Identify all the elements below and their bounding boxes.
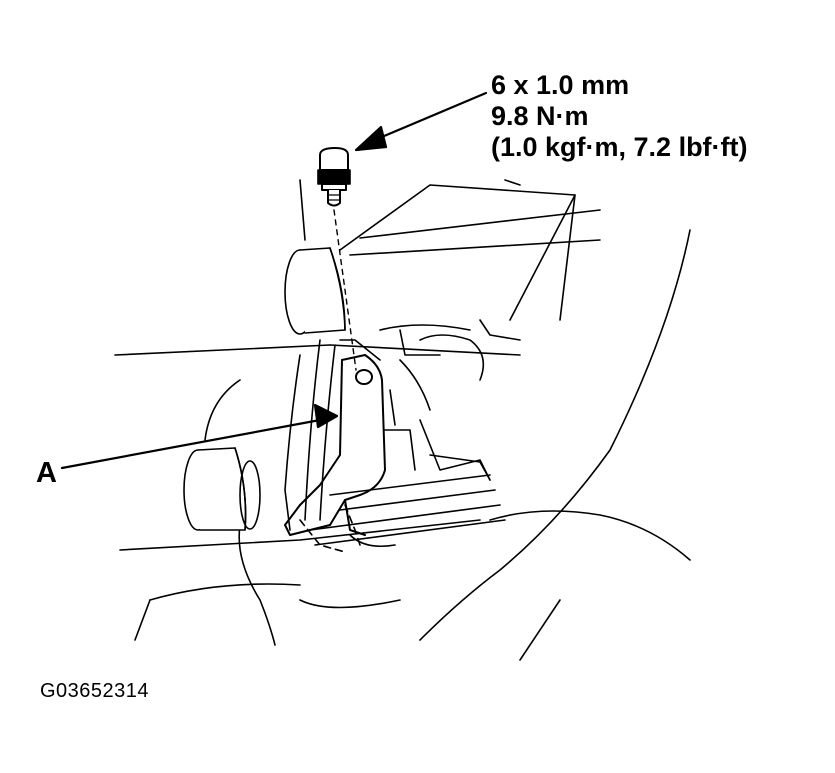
bolt-hole bbox=[355, 369, 373, 385]
lower-boss bbox=[183, 447, 261, 531]
hose-assembly bbox=[299, 454, 506, 553]
install-guide-line bbox=[333, 209, 357, 371]
upper-boss bbox=[284, 247, 346, 335]
torque-spec-label: 6 x 1.0 mm 9.8 N·m (1.0 kgf·m, 7.2 lbf·f… bbox=[491, 70, 748, 163]
callout-a-label: A bbox=[36, 457, 57, 489]
torque-nm-text: 9.8 N·m bbox=[491, 101, 589, 131]
bolt-leader-arrow bbox=[354, 91, 488, 152]
figure-id: G03652314 bbox=[40, 680, 150, 702]
engine-outline bbox=[114, 179, 691, 661]
bolt-size-text: 6 x 1.0 mm bbox=[491, 70, 630, 100]
callout-a-leader bbox=[60, 403, 339, 470]
torque-alt-text: (1.0 kgf·m, 7.2 lbf·ft) bbox=[491, 132, 748, 162]
bracket-a bbox=[284, 354, 386, 536]
bolt-icon bbox=[317, 147, 351, 207]
bracket-housing bbox=[284, 339, 416, 531]
